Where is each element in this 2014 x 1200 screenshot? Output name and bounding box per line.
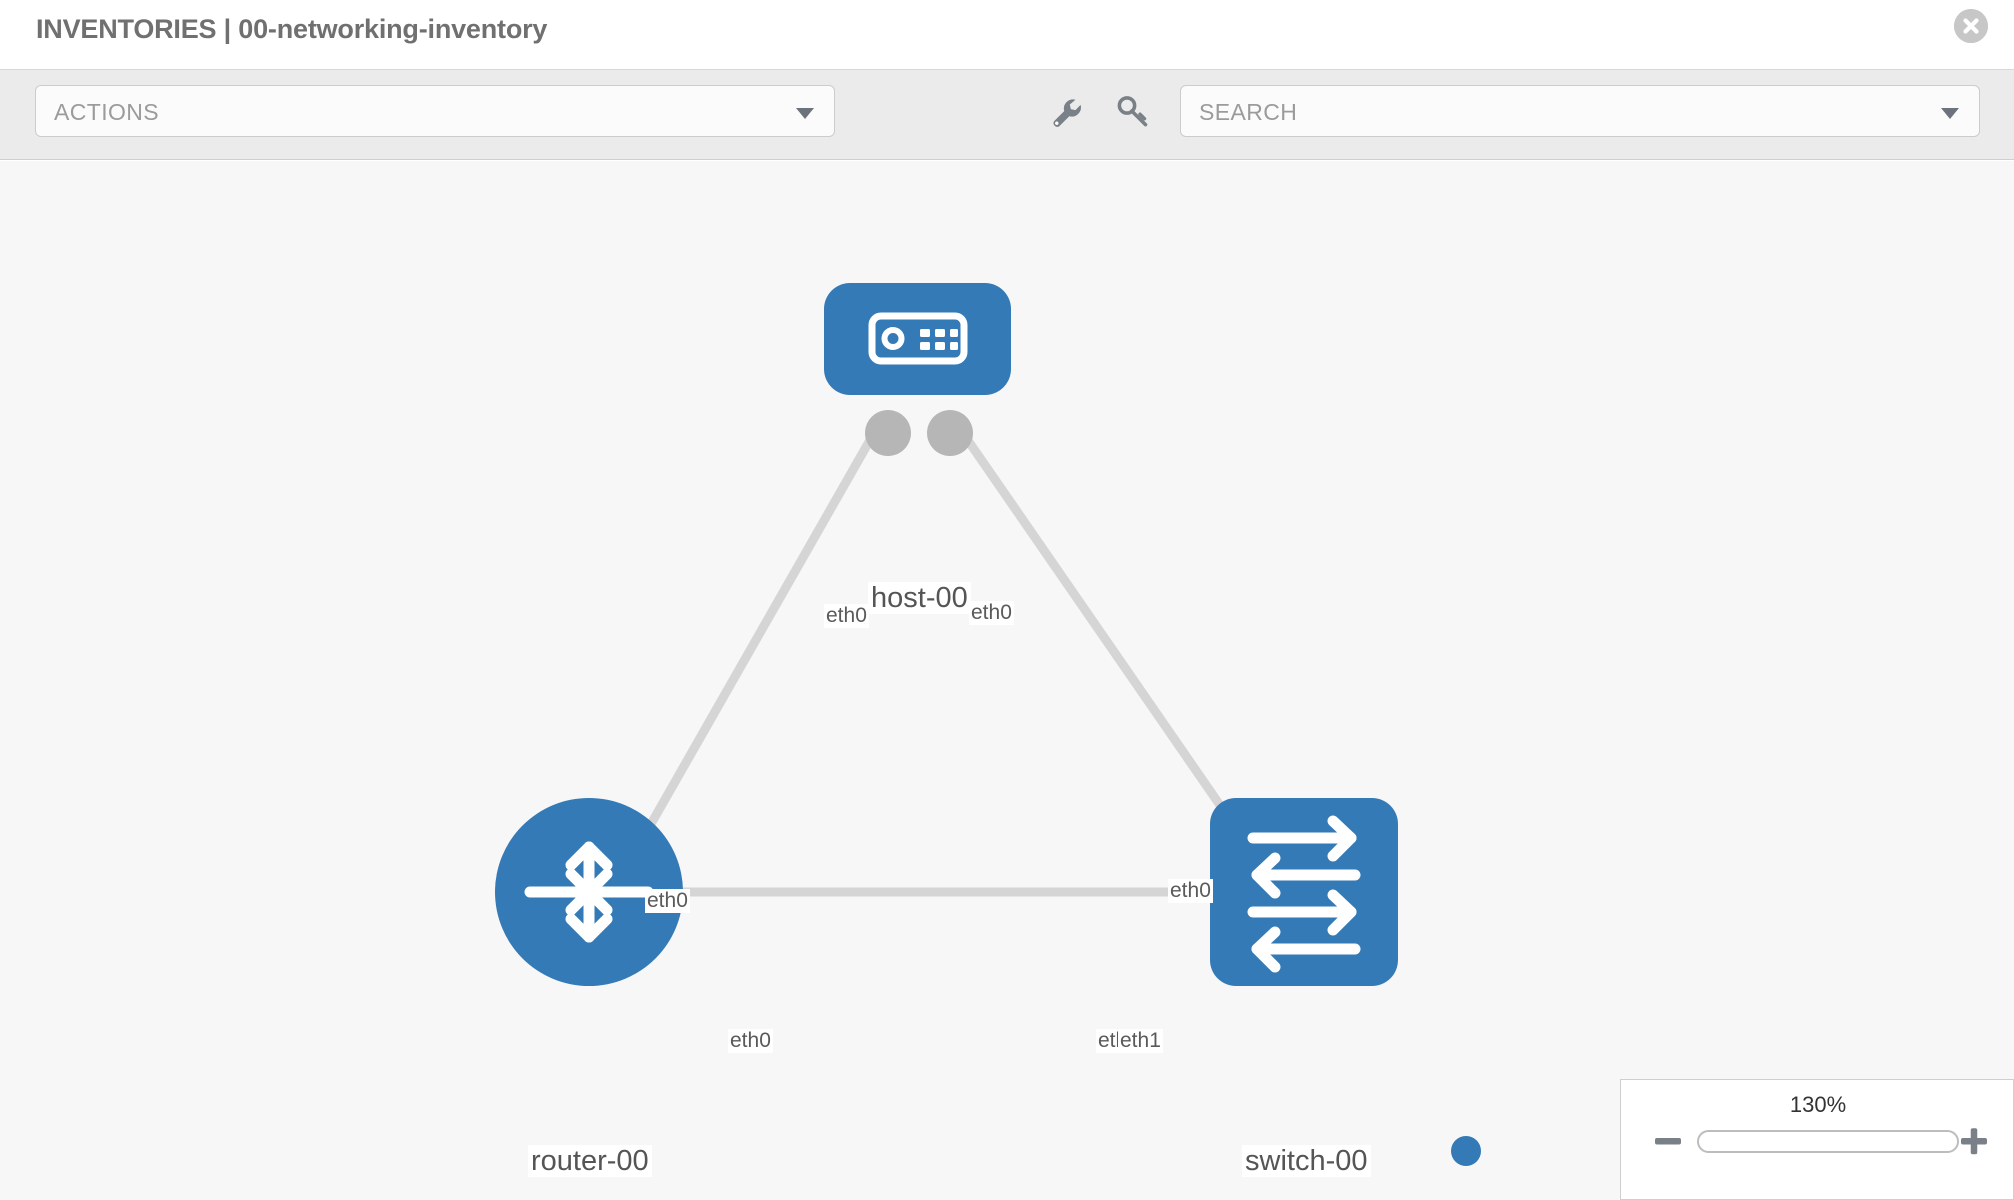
- zoom-slider-thumb[interactable]: [1451, 1136, 1481, 1166]
- iface-label-router-host: eth0: [645, 889, 690, 914]
- server-icon: [868, 312, 968, 365]
- chevron-down-icon: [1941, 108, 1959, 119]
- chevron-down-icon: [796, 108, 814, 119]
- close-button[interactable]: [1954, 9, 1988, 43]
- search-placeholder: SEARCH: [1199, 99, 1298, 125]
- iface-label-switch-router-eth1: eth1: [1118, 1029, 1163, 1054]
- page-header: INVENTORIES | 00-networking-inventory: [0, 0, 2014, 70]
- node-label-host-00: host-00: [868, 582, 971, 615]
- actions-dropdown-label: ACTIONS: [54, 99, 160, 125]
- link-host-router[interactable]: [623, 423, 882, 869]
- iface-label-switch-host: eth0: [1168, 879, 1213, 904]
- iface-label-host-router: eth0: [824, 604, 869, 629]
- link-host-switch[interactable]: [954, 423, 1266, 869]
- node-switch-00[interactable]: [1210, 798, 1398, 986]
- iface-label-router-switch: eth0: [728, 1029, 773, 1054]
- zoom-percent-label: 130%: [1789, 1092, 1847, 1117]
- node-router-00[interactable]: [495, 798, 683, 986]
- search-input[interactable]: SEARCH: [1180, 85, 1980, 137]
- plus-icon: [1961, 1128, 1987, 1155]
- key-button[interactable]: [1113, 92, 1153, 132]
- zoom-in-button[interactable]: [1957, 1124, 1991, 1158]
- node-label-router-00: router-00: [528, 1145, 652, 1178]
- endpoint-host-switch[interactable]: [927, 410, 973, 456]
- node-host-00[interactable]: [824, 283, 1011, 395]
- zoom-slider-track[interactable]: [1697, 1130, 1959, 1153]
- key-icon: [1117, 96, 1148, 127]
- endpoint-host-router[interactable]: [865, 410, 911, 456]
- close-icon: [1954, 9, 1988, 43]
- topology-graph: [495, 283, 1398, 986]
- host-node-shape[interactable]: [824, 283, 1011, 395]
- zoom-out-button[interactable]: [1651, 1124, 1685, 1158]
- zoom-control: 130%: [1620, 1079, 2014, 1200]
- switch-arrows-icon: [1247, 815, 1361, 973]
- page-title: INVENTORIES | 00-networking-inventory: [36, 14, 548, 44]
- router-arrows-icon: [524, 841, 654, 943]
- actions-dropdown[interactable]: ACTIONS: [35, 85, 835, 137]
- iface-label-host-switch: eth0: [969, 601, 1014, 626]
- wrench-button[interactable]: [1045, 92, 1085, 132]
- node-label-switch-00: switch-00: [1242, 1145, 1371, 1178]
- switch-node-shape[interactable]: [1210, 798, 1398, 986]
- minus-icon: [1655, 1138, 1681, 1145]
- wrench-icon: [1053, 99, 1081, 127]
- topology-canvas[interactable]: eth0 eth0 eth0 eth0 eth0 eth0 eth1 host-…: [0, 161, 2014, 1200]
